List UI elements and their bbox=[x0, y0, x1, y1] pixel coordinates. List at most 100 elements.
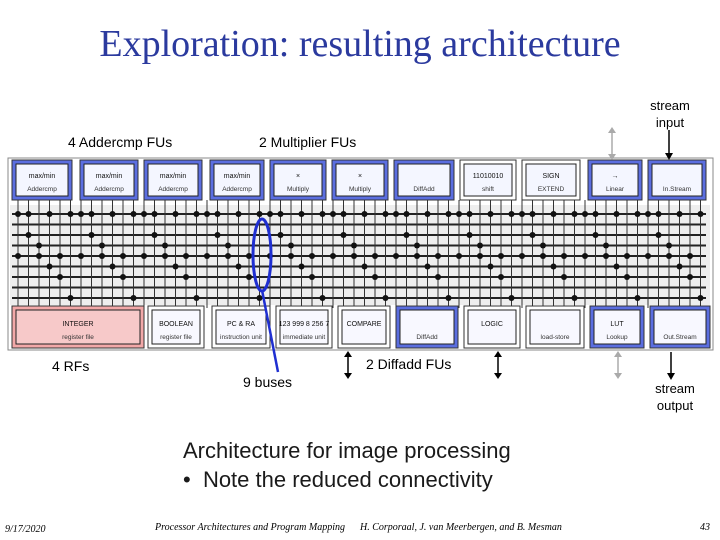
bus-connection-dot bbox=[25, 232, 32, 238]
bus-connection-dot bbox=[288, 242, 294, 249]
bus-connection-dot bbox=[193, 295, 200, 301]
bus-connection-dot bbox=[277, 211, 284, 217]
bottom-unit-name: 123 999 8 256 7 bbox=[279, 321, 330, 328]
bottom-unit-name: INTEGER bbox=[62, 321, 93, 328]
bus-connection-dot bbox=[15, 211, 21, 217]
bottom-unit-name: LOGIC bbox=[481, 321, 503, 328]
bus-connection-dot bbox=[309, 253, 315, 259]
bus-connection-dot bbox=[487, 263, 494, 270]
bus-connection-dot bbox=[141, 211, 147, 217]
bus-connection-dot bbox=[204, 211, 210, 217]
bus-connection-dot bbox=[687, 274, 693, 280]
bus-connection-dot bbox=[550, 263, 557, 270]
bus-connection-dot bbox=[46, 211, 53, 217]
slide-title: Exploration: resulting architecture bbox=[99, 23, 621, 65]
bus-connection-dot bbox=[120, 253, 126, 259]
label-stream-output: stream output bbox=[655, 381, 695, 413]
top-unit-sub: Addercmp bbox=[94, 186, 124, 193]
bus-connection-dot bbox=[298, 263, 305, 270]
bus-connection-dot bbox=[645, 253, 651, 259]
bus-connection-dot bbox=[477, 253, 483, 259]
bus-connection-dot bbox=[508, 295, 515, 301]
top-unit: ×Multiply bbox=[269, 159, 327, 201]
bus-connection-dot bbox=[445, 295, 452, 301]
bus-connection-dot bbox=[603, 242, 609, 249]
footer-page: 43 bbox=[700, 522, 710, 533]
bus-connection-dot bbox=[99, 242, 105, 249]
bus-connection-dot bbox=[246, 253, 252, 259]
bottom-unit-sub: instruction unit bbox=[220, 334, 262, 341]
bus-connection-dot bbox=[519, 253, 525, 259]
top-unit-sub: In.Stream bbox=[663, 186, 691, 193]
bottom-unit-sub: load-store bbox=[541, 334, 570, 341]
bus-connection-dot bbox=[109, 211, 116, 217]
bus-connection-dot bbox=[603, 253, 609, 259]
bus-connection-dot bbox=[162, 242, 168, 249]
bus-connection-dot bbox=[571, 211, 578, 217]
bus-connection-dot bbox=[571, 295, 578, 301]
bus-connection-dot bbox=[277, 232, 284, 238]
bus-connection-dot bbox=[435, 253, 441, 259]
bus-connection-dot bbox=[130, 211, 137, 217]
bus-connection-dot bbox=[351, 242, 357, 249]
bus-connection-dot bbox=[529, 211, 536, 217]
bus-connection-dot bbox=[235, 263, 242, 270]
top-unit-sub: Addercmp bbox=[222, 186, 252, 193]
label-addercmp-fus: 4 Addercmp FUs bbox=[68, 134, 173, 150]
bullet-dot: • bbox=[183, 467, 203, 492]
bus-connection-dot bbox=[466, 232, 473, 238]
bus-connection-dot bbox=[319, 295, 326, 301]
bus-lines bbox=[12, 213, 706, 299]
body-text: Architecture for image processing • Note… bbox=[183, 436, 511, 494]
top-unit-name: × bbox=[358, 173, 362, 180]
bus-connection-dot bbox=[508, 211, 515, 217]
bus-connection-dot bbox=[130, 295, 137, 301]
bus-connection-dot bbox=[634, 295, 641, 301]
bus-connection-dot bbox=[246, 274, 252, 280]
bus-connection-dot bbox=[225, 242, 231, 249]
bottom-unit-sub: register file bbox=[62, 334, 94, 341]
bus-connection-dot bbox=[655, 232, 662, 238]
bottom-unit-name: BOOLEAN bbox=[159, 321, 193, 328]
bus-connection-dot bbox=[424, 211, 431, 217]
top-unit: DiffAdd bbox=[393, 159, 455, 201]
bus-connection-dot bbox=[697, 211, 704, 217]
bus-connection-dot bbox=[288, 253, 294, 259]
bus-connection-dot bbox=[235, 211, 242, 217]
bus-connection-dot bbox=[57, 253, 63, 259]
bus-connection-dot bbox=[550, 211, 557, 217]
top-unit-name: max/min bbox=[224, 173, 251, 180]
bus-connection-dot bbox=[393, 211, 399, 217]
bus-connection-dot bbox=[109, 263, 116, 270]
bus-connection-dot bbox=[592, 211, 599, 217]
bus-connection-dot bbox=[330, 253, 336, 259]
bus-connection-dot bbox=[424, 263, 431, 270]
bus-connection-dot bbox=[697, 295, 704, 301]
label-multiplier-fus: 2 Multiplier FUs bbox=[259, 134, 357, 150]
bus-connection-dot bbox=[403, 211, 410, 217]
top-unit-name: max/min bbox=[96, 173, 123, 180]
bus-connection-dot bbox=[624, 274, 630, 280]
bus-connection-dot bbox=[172, 211, 179, 217]
bus-connection-dot bbox=[592, 232, 599, 238]
bus-connection-dot bbox=[225, 253, 231, 259]
label-stream-input: stream input bbox=[650, 98, 690, 130]
bus-connection-dot bbox=[613, 211, 620, 217]
bus-connection-dot bbox=[676, 263, 683, 270]
bus-connection-dot bbox=[151, 232, 158, 238]
top-unit-name: × bbox=[296, 173, 300, 180]
bus-connection-dot bbox=[330, 211, 336, 217]
bus-connection-dot bbox=[540, 253, 546, 259]
bus-connection-dot bbox=[687, 253, 693, 259]
bus-connection-dot bbox=[372, 253, 378, 259]
bus-highlight-pointer bbox=[260, 289, 280, 373]
bus-connection-dot bbox=[498, 253, 504, 259]
bus-connection-dot bbox=[414, 253, 420, 259]
